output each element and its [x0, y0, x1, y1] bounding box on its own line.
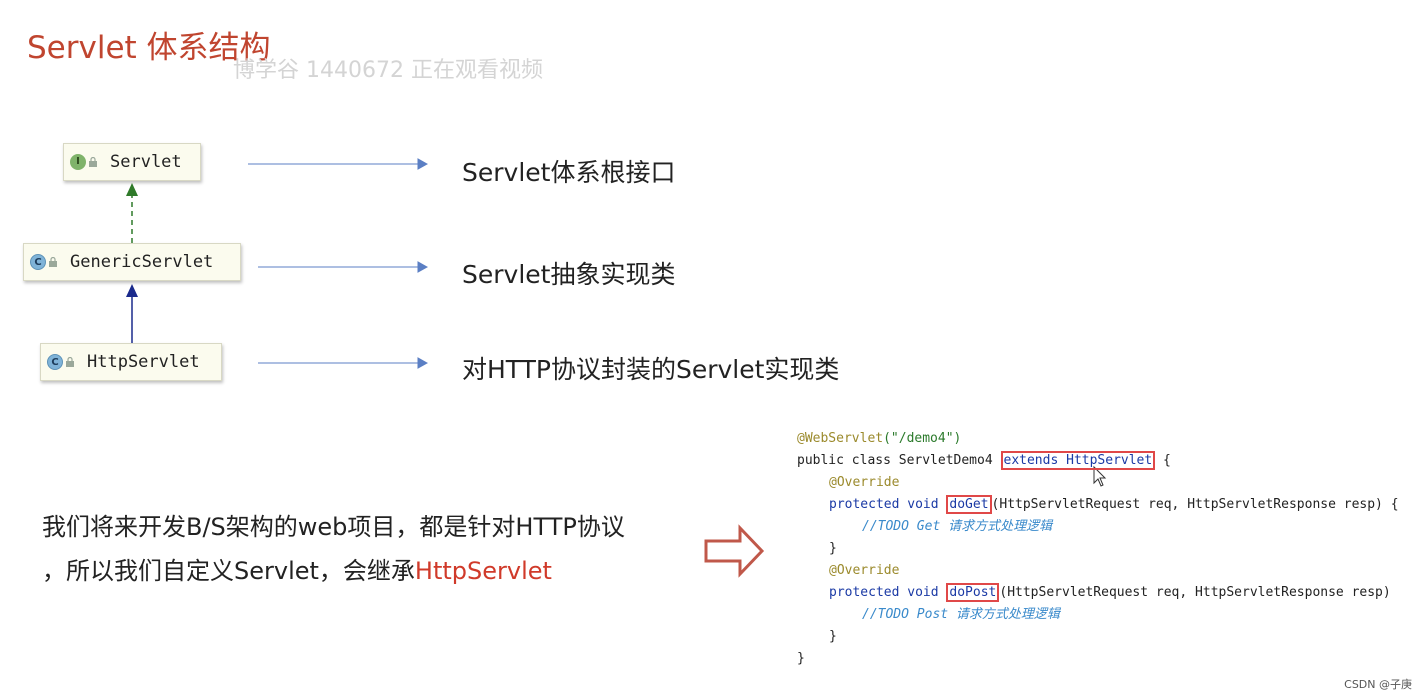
- class-icon: C: [47, 354, 63, 370]
- code-close-brace: }: [829, 541, 837, 556]
- code-method-prefix: protected void: [829, 585, 947, 600]
- paragraph-highlight: HttpServlet: [414, 557, 552, 585]
- code-extends: extends HttpServlet: [1003, 453, 1153, 468]
- paragraph-text: ，所以我们自定义Servlet，会继承: [42, 557, 415, 585]
- access-lock-icon: [66, 357, 74, 367]
- code-dopost-params: (HttpServletRequest req, HttpServletResp…: [999, 585, 1391, 600]
- code-extends-box: extends HttpServlet: [1000, 451, 1156, 470]
- description-genericservlet: Servlet抽象实现类: [462, 260, 676, 289]
- code-line-close-2: }: [829, 626, 837, 648]
- class-node-servlet: I Servlet: [63, 143, 201, 181]
- code-class-close: }: [797, 651, 805, 666]
- code-doget: doGet: [949, 497, 989, 512]
- code-comment: //TODO Get 请求方式处理逻辑: [862, 519, 1053, 534]
- code-method-prefix: protected void: [829, 497, 947, 512]
- paragraph-line-1: 我们将来开发B/S架构的web项目，都是针对HTTP协议: [42, 513, 625, 541]
- code-annotation-arg: ("/demo4"): [883, 431, 962, 446]
- code-line-doget-comment: //TODO Get 请求方式处理逻辑: [862, 516, 1052, 538]
- code-comment: //TODO Post 请求方式处理逻辑: [862, 607, 1060, 622]
- code-dopost: doPost: [949, 585, 997, 600]
- page-title: Servlet 体系结构: [27, 30, 271, 66]
- code-line-class: public class ServletDemo4 extends HttpSe…: [797, 450, 1171, 472]
- hollow-right-arrow: [704, 524, 765, 578]
- code-line-close-1: }: [829, 538, 837, 560]
- class-icon: C: [30, 254, 46, 270]
- desc-arrowhead-generic: [417, 261, 429, 273]
- code-dopost-box: doPost: [946, 583, 1000, 602]
- interface-icon: I: [70, 154, 86, 170]
- class-node-label: Servlet: [110, 152, 182, 172]
- code-close-brace: }: [829, 629, 837, 644]
- description-httpservlet: 对HTTP协议封装的Servlet实现类: [462, 355, 840, 384]
- access-lock-icon: [89, 157, 97, 167]
- code-doget-box: doGet: [946, 495, 992, 514]
- class-node-httpservlet: C HttpServlet: [40, 343, 222, 381]
- watermark: 博学谷 1440672 正在观看视频: [233, 58, 543, 83]
- access-lock-icon: [49, 257, 57, 267]
- code-line-override-1: @Override: [829, 472, 899, 494]
- desc-arrowhead-http: [417, 357, 429, 369]
- mouse-cursor-icon: [1093, 465, 1107, 487]
- code-annotation: @WebServlet: [797, 431, 884, 446]
- description-servlet: Servlet体系根接口: [462, 158, 676, 187]
- code-override: @Override: [829, 475, 900, 490]
- desc-arrowhead-servlet: [417, 158, 429, 170]
- code-class-decl: public class ServletDemo4: [797, 453, 1001, 468]
- class-node-label: GenericServlet: [70, 252, 214, 272]
- implements-arrowhead: [126, 183, 138, 196]
- code-override: @Override: [829, 563, 900, 578]
- code-line-class-close: }: [797, 648, 805, 670]
- code-brace: {: [1155, 453, 1171, 468]
- code-line-doget: protected void doGet(HttpServletRequest …: [829, 494, 1399, 516]
- extends-arrowhead: [126, 284, 138, 297]
- code-line-dopost-comment: //TODO Post 请求方式处理逻辑: [862, 604, 1060, 626]
- footer-credit: CSDN @子庚: [1344, 678, 1412, 691]
- code-line-dopost: protected void doPost(HttpServletRequest…: [829, 582, 1391, 604]
- code-line-override-2: @Override: [829, 560, 899, 582]
- code-line-annotation: @WebServlet("/demo4"): [797, 428, 961, 450]
- paragraph-line-2: ，所以我们自定义Servlet，会继承HttpServlet: [42, 551, 552, 586]
- class-node-label: HttpServlet: [87, 352, 200, 372]
- code-doget-params: (HttpServletRequest req, HttpServletResp…: [991, 497, 1399, 512]
- class-node-genericservlet: C GenericServlet: [23, 243, 241, 281]
